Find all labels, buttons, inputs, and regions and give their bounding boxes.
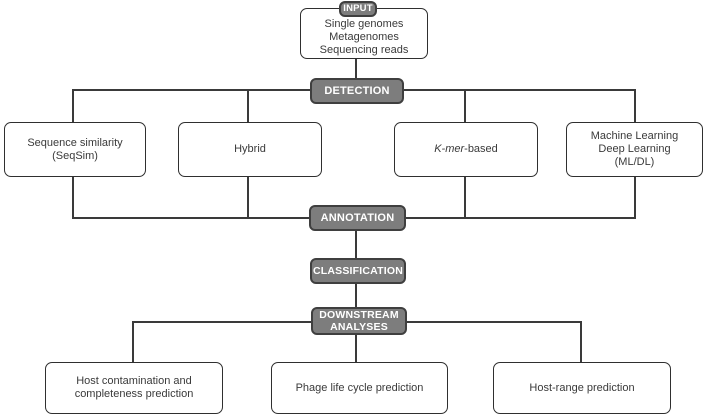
stage-badge-classification: CLASSIFICATION: [310, 258, 406, 284]
method-label: (ML/DL): [614, 156, 655, 168]
analysis-box-host-range: Host-range prediction: [493, 362, 671, 414]
method-label: Hybrid: [234, 143, 266, 155]
method-label: Machine Learning: [590, 130, 679, 142]
connector-line: [355, 230, 357, 259]
method-label: (SeqSim): [52, 149, 98, 162]
connector-line: [580, 322, 582, 363]
input-source-label: Single genomes: [324, 18, 404, 30]
connector-line: [247, 176, 249, 219]
connector-line: [464, 90, 466, 123]
kmer-regular-text: -based: [464, 143, 498, 155]
analysis-box-phage-life-cycle: Phage life cycle prediction: [271, 362, 448, 414]
kmer-italic-text: K-mer: [434, 143, 465, 155]
analysis-label: Phage life cycle prediction: [295, 381, 424, 394]
method-label: K-mer-based: [434, 143, 498, 156]
method-box-seqsim: Sequence similarity (SeqSim): [4, 122, 146, 177]
method-label: Deep Learning: [598, 143, 671, 155]
stage-badge-detection: DETECTION: [310, 78, 404, 104]
connector-line: [72, 176, 74, 219]
input-source-label: Sequencing reads: [319, 44, 409, 56]
connector-line: [355, 282, 357, 308]
analysis-label: Host contamination and: [76, 375, 192, 387]
stage-badge-input: INPUT: [339, 1, 377, 17]
connector-line: [634, 90, 636, 123]
method-box-mldl: Machine Learning Deep Learning (ML/DL): [566, 122, 703, 177]
analysis-label: completeness prediction: [74, 388, 194, 400]
connector-line: [355, 334, 357, 363]
stage-badge-downstream-analyses: DOWNSTREAM ANALYSES: [311, 307, 407, 335]
connector-line: [132, 322, 134, 363]
input-source-label: Metagenomes: [329, 31, 399, 43]
connector-line: [72, 90, 74, 123]
method-label: Sequence similarity: [27, 136, 123, 149]
connector-line: [247, 90, 249, 123]
connector-line: [634, 176, 636, 219]
connector-line: [355, 57, 357, 80]
method-box-hybrid: Hybrid: [178, 122, 322, 177]
connector-line: [464, 176, 466, 219]
stage-badge-annotation: ANNOTATION: [309, 205, 406, 231]
analysis-label: Host-range prediction: [529, 381, 635, 394]
method-box-kmer: K-mer-based: [394, 122, 538, 177]
analysis-box-host-contamination: Host contamination and completeness pred…: [45, 362, 223, 414]
